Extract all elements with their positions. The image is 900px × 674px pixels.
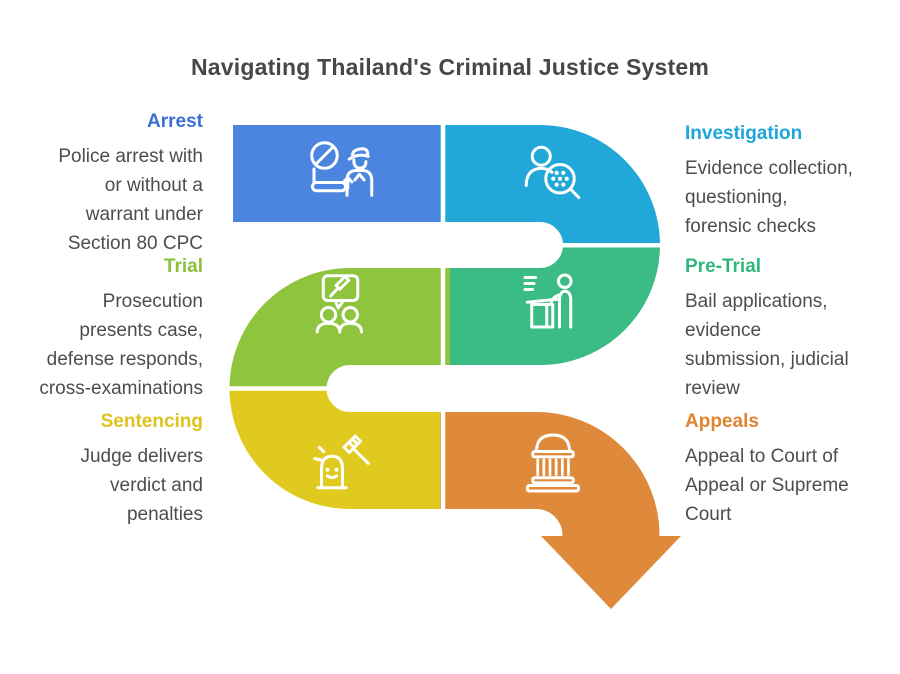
flow-segment-appeals — [440, 412, 660, 546]
stage-text-appeals: Appeals Appeal to Court of Appeal or Sup… — [685, 409, 883, 529]
stage-label-trial: Trial — [163, 256, 203, 277]
stage-desc-sentencing: Judge delivers verdict and penalties — [80, 446, 203, 525]
stage-label-pretrial: Pre-Trial — [685, 256, 762, 277]
gavel-verdict-icon — [313, 434, 370, 490]
stage-text-arrest: Arrest Police arrest with or without a w… — [18, 109, 203, 258]
stage-dividers — [224, 121, 666, 512]
flow-arrowhead — [541, 536, 681, 609]
courthouse-icon — [526, 433, 580, 493]
stage-desc-trial: Prosecution presents case, defense respo… — [39, 291, 203, 399]
flow-segment-investigation — [440, 125, 660, 248]
stage-label-appeals: Appeals — [685, 411, 759, 432]
stage-text-sentencing: Sentencing Judge delivers verdict and pe… — [18, 409, 203, 529]
stage-desc-appeals: Appeal to Court of Appeal or Supreme Cou… — [685, 446, 849, 525]
forensic-magnifier-icon — [524, 145, 581, 199]
stage-text-trial: Trial Prosecution presents case, defense… — [18, 254, 203, 403]
courtroom-debate-icon — [315, 274, 363, 334]
stage-label-sentencing: Sentencing — [100, 411, 203, 432]
police-officer-icon — [310, 141, 374, 197]
flow-segment-pretrial — [440, 242, 660, 365]
stage-text-pretrial: Pre-Trial Bail applications, evidence su… — [685, 254, 883, 403]
stage-desc-pretrial: Bail applications, evidence submission, … — [685, 291, 849, 399]
stage-label-arrest: Arrest — [147, 111, 203, 132]
stage-desc-investigation: Evidence collection, questioning, forens… — [685, 158, 853, 237]
podium-speaker-icon — [523, 273, 573, 329]
flow-segment-sentencing — [229, 386, 450, 509]
page-title: Navigating Thailand's Criminal Justice S… — [190, 54, 710, 80]
stage-text-investigation: Investigation Evidence collection, quest… — [685, 121, 883, 241]
flow-segment-trial — [229, 268, 450, 391]
stage-desc-arrest: Police arrest with or without a warrant … — [58, 146, 203, 254]
stage-label-investigation: Investigation — [685, 123, 803, 144]
